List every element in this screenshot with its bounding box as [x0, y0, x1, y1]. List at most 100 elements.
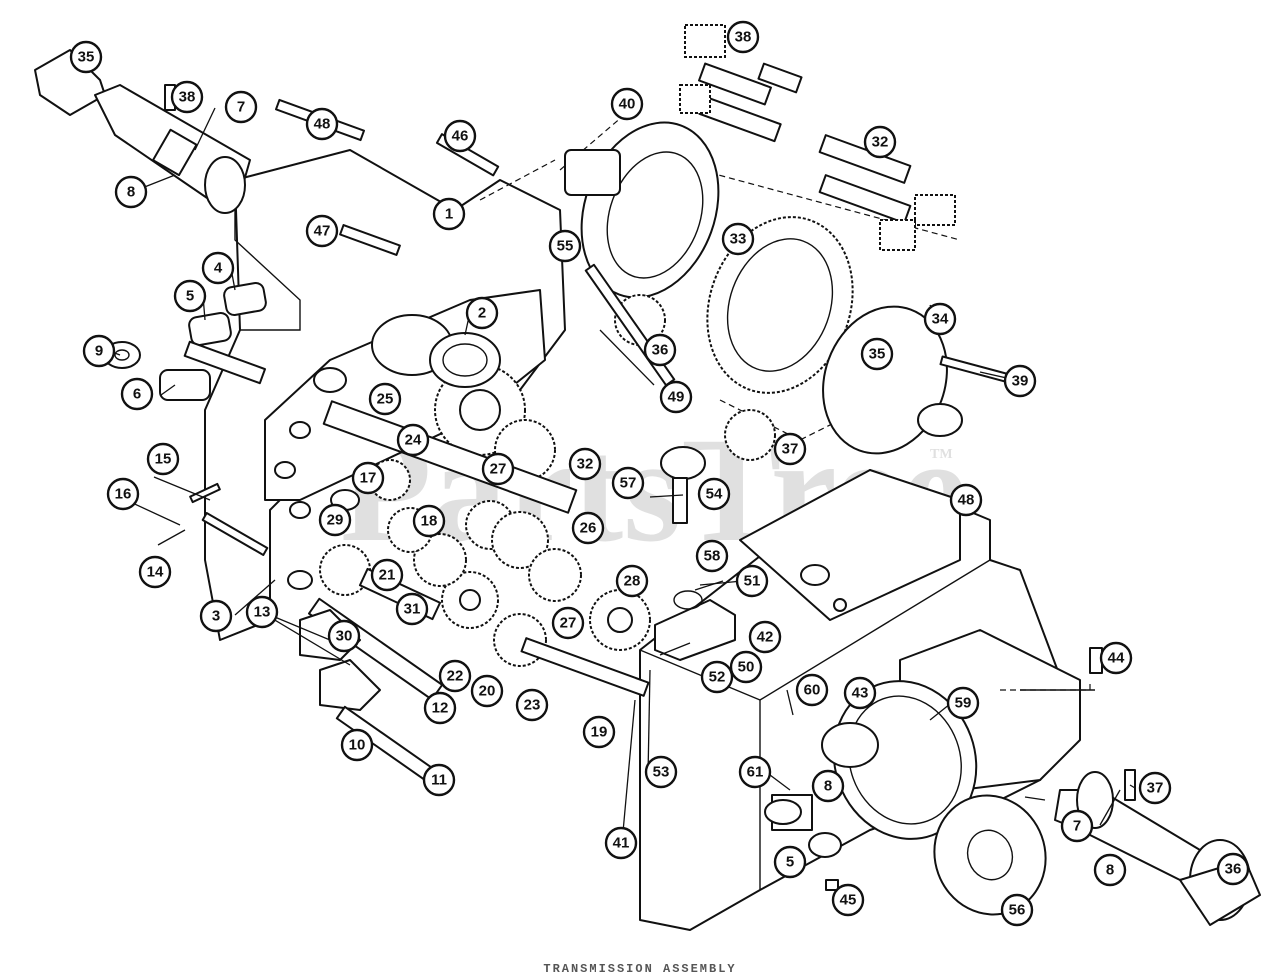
callout-label: 55 [557, 238, 574, 255]
callout-32: 32 [863, 125, 897, 159]
callout-50: 50 [729, 650, 763, 684]
callout-label: 9 [95, 343, 103, 360]
callout-51: 51 [735, 564, 769, 598]
callout-label: 8 [127, 184, 135, 201]
callout-21: 21 [370, 558, 404, 592]
callout-label: 34 [932, 311, 949, 328]
callout-7: 7 [224, 90, 258, 124]
callout-label: 5 [786, 854, 794, 871]
callout-label: 38 [735, 29, 752, 46]
callout-47: 47 [305, 214, 339, 248]
callout-label: 38 [179, 89, 196, 106]
callout-label: 36 [1225, 861, 1242, 878]
callout-label: 46 [452, 128, 469, 145]
callout-label: 58 [704, 548, 721, 565]
callout-label: 50 [738, 659, 755, 676]
callout-label: 48 [314, 116, 331, 133]
callout-label: 27 [490, 461, 507, 478]
right-axle-brake [764, 647, 1261, 926]
callout-60: 60 [795, 673, 829, 707]
callout-label: 35 [869, 346, 886, 363]
watermark-tm: TM [930, 447, 953, 462]
callout-8: 8 [114, 175, 148, 209]
callout-48: 48 [949, 483, 983, 517]
callout-46: 46 [443, 119, 477, 153]
callout-38: 38 [726, 20, 760, 54]
callout-36: 36 [643, 333, 677, 367]
callout-53: 53 [644, 755, 678, 789]
callout-label: 7 [237, 99, 245, 116]
callout-31: 31 [395, 592, 429, 626]
callout-label: 8 [1106, 862, 1114, 879]
callout-22: 22 [438, 659, 472, 693]
callout-layer: 1234556778889101112131415161718192021222… [69, 20, 1250, 927]
callout-label: 3 [212, 608, 220, 625]
callout-label: 30 [336, 628, 353, 645]
callout-label: 59 [955, 695, 972, 712]
callout-6: 6 [120, 377, 154, 411]
callout-28: 28 [615, 564, 649, 598]
left-axle [34, 49, 500, 401]
callout-label: 13 [254, 604, 271, 621]
callout-label: 23 [524, 697, 541, 714]
callout-15: 15 [146, 442, 180, 476]
callout-27: 27 [551, 606, 585, 640]
callout-5: 5 [773, 845, 807, 879]
callout-9: 9 [82, 334, 116, 368]
callout-label: 57 [620, 475, 637, 492]
callout-label: 47 [314, 223, 331, 240]
callout-label: 42 [757, 629, 774, 646]
callout-7: 7 [1060, 809, 1094, 843]
callout-58: 58 [695, 539, 729, 573]
callout-17: 17 [351, 461, 385, 495]
callout-57: 57 [611, 466, 645, 500]
callout-label: 61 [747, 764, 764, 781]
callout-32: 32 [568, 447, 602, 481]
callout-label: 2 [478, 305, 486, 322]
callout-35: 35 [860, 337, 894, 371]
callout-38: 38 [170, 80, 204, 114]
callout-11: 11 [422, 763, 456, 797]
callout-label: 26 [580, 520, 597, 537]
callout-label: 33 [730, 231, 747, 248]
callout-label: 40 [619, 96, 636, 113]
callout-label: 12 [432, 700, 449, 717]
callout-29: 29 [318, 503, 352, 537]
callout-8: 8 [1093, 853, 1127, 887]
callout-43: 43 [843, 676, 877, 710]
callout-48: 48 [305, 107, 339, 141]
callout-label: 43 [852, 685, 869, 702]
callout-label: 7 [1073, 818, 1081, 835]
callout-label: 22 [447, 668, 464, 685]
callout-44: 44 [1099, 641, 1133, 675]
callout-label: 37 [782, 441, 799, 458]
callout-label: 37 [1147, 780, 1164, 797]
callout-16: 16 [106, 477, 140, 511]
callout-label: 28 [624, 573, 641, 590]
callout-25: 25 [368, 382, 402, 416]
callout-label: 17 [360, 470, 377, 487]
callout-20: 20 [470, 674, 504, 708]
callout-label: 45 [840, 892, 857, 909]
callout-39: 39 [1003, 364, 1037, 398]
callout-label: 18 [421, 513, 438, 530]
callout-42: 42 [748, 620, 782, 654]
callout-8: 8 [811, 769, 845, 803]
callout-34: 34 [923, 302, 957, 336]
callout-35: 35 [69, 40, 103, 74]
callout-23: 23 [515, 688, 549, 722]
callout-label: 31 [404, 601, 421, 618]
callout-label: 60 [804, 682, 821, 699]
callout-45: 45 [831, 883, 865, 917]
callout-4: 4 [201, 251, 235, 285]
callout-label: 32 [872, 134, 889, 151]
callout-label: 51 [744, 573, 761, 590]
callout-label: 14 [147, 564, 164, 581]
callout-37: 37 [1138, 771, 1172, 805]
callout-5: 5 [173, 279, 207, 313]
callout-label: 24 [405, 432, 422, 449]
callout-59: 59 [946, 686, 980, 720]
callout-18: 18 [412, 504, 446, 538]
